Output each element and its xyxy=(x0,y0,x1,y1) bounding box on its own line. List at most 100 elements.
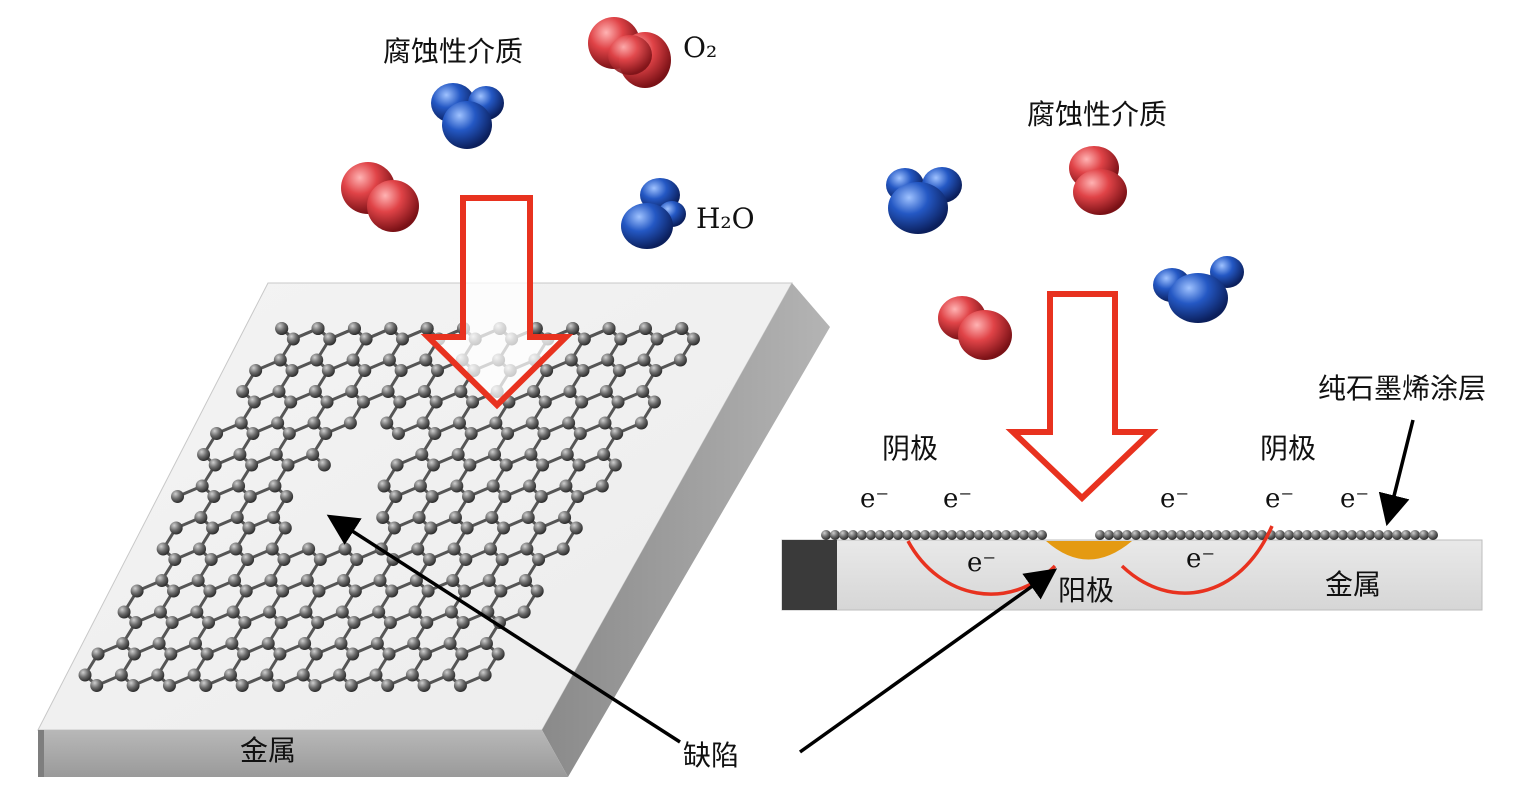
graphene-atom xyxy=(673,353,687,367)
coating-atom xyxy=(1392,530,1402,540)
coating-atom xyxy=(1194,530,1204,540)
graphene-atom xyxy=(195,479,209,493)
graphene-atom xyxy=(569,521,583,535)
graphene-atom xyxy=(566,322,580,335)
coating-atom xyxy=(929,530,939,540)
coating-atom xyxy=(992,530,1002,540)
graphene-atom xyxy=(417,679,431,692)
right-o2-molecule-bottom xyxy=(938,296,1012,360)
graphene-atom xyxy=(650,332,664,346)
graphene-atom xyxy=(453,416,467,430)
graphene-atom xyxy=(273,353,287,367)
graphene-atom xyxy=(334,637,348,650)
graphene-atom xyxy=(455,647,469,661)
graphene-atom xyxy=(454,385,468,398)
right-metal-dark-end xyxy=(782,540,837,610)
left-o2-molecule xyxy=(588,17,671,88)
graphene-atom xyxy=(520,542,534,556)
graphene-atom xyxy=(130,584,144,598)
graphene-atom xyxy=(559,479,573,493)
graphene-atom xyxy=(298,637,312,650)
graphene-atom xyxy=(268,479,282,493)
graphene-atom xyxy=(395,332,409,346)
graphene-atom xyxy=(347,616,361,629)
graphene-atom xyxy=(422,553,436,566)
coating-atom xyxy=(1140,530,1150,540)
graphene-atom xyxy=(612,364,626,377)
graphene-atom xyxy=(171,490,185,503)
graphene-atom xyxy=(524,448,538,461)
graphene-atom xyxy=(372,605,386,619)
graphene-atom xyxy=(418,647,432,661)
graphene-atom xyxy=(232,479,246,493)
defect-label: 缺陷 xyxy=(683,739,740,772)
graphene-atom xyxy=(382,647,396,661)
graphene-atom xyxy=(573,427,587,440)
graphene-atom xyxy=(530,584,544,598)
graphene-atom xyxy=(614,332,628,346)
left-h2o-molecule-top xyxy=(431,83,504,149)
graphene-atom xyxy=(420,322,434,335)
graphene-atom xyxy=(260,668,274,682)
graphene-atom xyxy=(393,395,407,409)
coating-atom xyxy=(1095,530,1105,540)
graphene-atom xyxy=(237,647,251,661)
graphene-atom xyxy=(348,584,362,598)
graphene-atom xyxy=(675,322,689,335)
coating-atom xyxy=(875,530,885,540)
graphene-atom xyxy=(286,332,300,346)
graphene-atom xyxy=(117,605,131,619)
graphene-atom xyxy=(246,427,260,440)
graphene-atom xyxy=(207,490,221,503)
graphene-atom xyxy=(197,448,211,461)
graphene-atom xyxy=(407,637,421,650)
graphene-atom xyxy=(381,385,395,398)
graphene-atom xyxy=(431,364,445,377)
graphene-atom xyxy=(417,385,431,398)
graphene-atom xyxy=(308,385,322,398)
graphene-atom xyxy=(463,458,477,472)
graphene-atom xyxy=(380,416,394,430)
graphene-atom xyxy=(447,542,461,556)
electron-label: e⁻ xyxy=(1186,544,1216,574)
graphene-atom xyxy=(191,574,205,587)
graphene-atom xyxy=(391,427,405,440)
graphene-atom xyxy=(239,584,253,598)
graphene-atom xyxy=(317,458,331,472)
electron-label: e⁻ xyxy=(1340,484,1370,514)
graphene-atom xyxy=(442,668,456,682)
electron-label: e⁻ xyxy=(943,484,973,514)
graphene-atom xyxy=(377,479,391,493)
graphene-atom xyxy=(263,605,277,619)
graphene-atom xyxy=(444,605,458,619)
graphene-atom xyxy=(206,521,220,535)
right-metal-label: 金属 xyxy=(1325,568,1382,601)
graphene-atom xyxy=(523,479,537,493)
coating-atom xyxy=(839,530,849,540)
coating-atom xyxy=(1338,530,1348,540)
graphene-atom xyxy=(129,616,143,629)
graphene-atom xyxy=(302,542,316,556)
coating-atom xyxy=(1239,530,1249,540)
graphene-atom xyxy=(151,668,165,682)
graphene-atom xyxy=(499,458,513,472)
coating-atom xyxy=(1158,530,1168,540)
graphene-atom xyxy=(278,521,292,535)
coating-atom xyxy=(1001,530,1011,540)
graphene-atom xyxy=(420,616,434,629)
graphene-atom xyxy=(419,353,433,367)
coating-atom xyxy=(1401,530,1411,540)
coating-atom xyxy=(1284,530,1294,540)
graphene-atom xyxy=(359,332,373,346)
coating-atom xyxy=(1329,530,1339,540)
graphene-atom xyxy=(413,479,427,493)
graphene-atom xyxy=(280,490,294,503)
coating-atom xyxy=(1293,530,1303,540)
graphene-atom xyxy=(273,647,287,661)
graphene-atom xyxy=(599,385,613,398)
graphene-atom xyxy=(203,584,217,598)
graphene-atom xyxy=(576,364,590,377)
graphene-atom xyxy=(309,647,323,661)
coating-atom xyxy=(1212,530,1222,540)
